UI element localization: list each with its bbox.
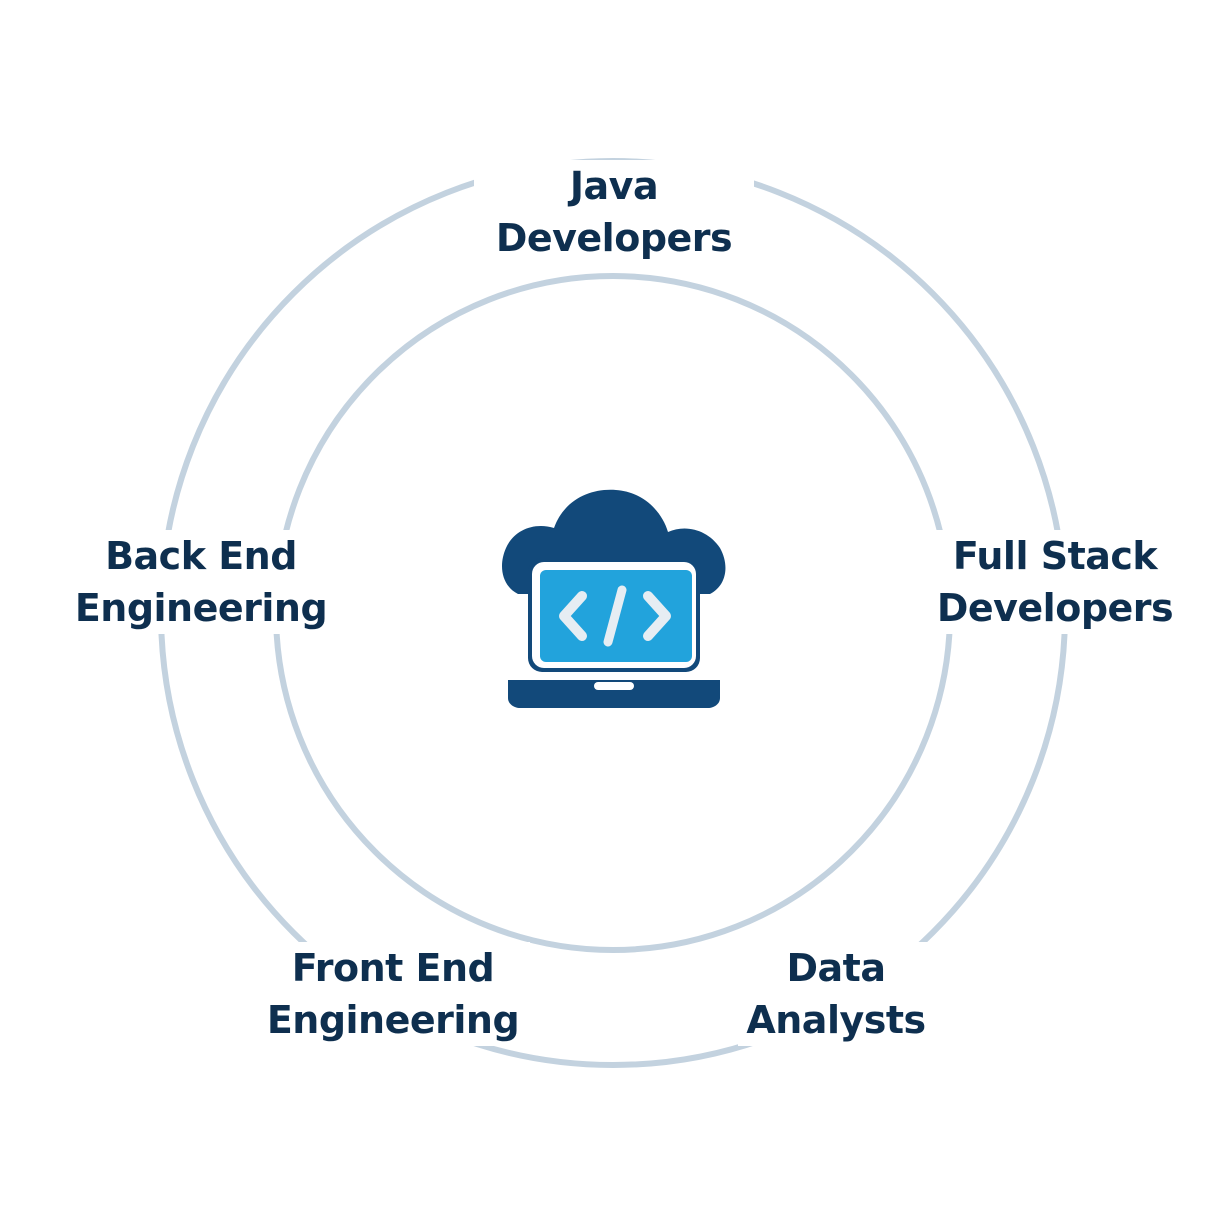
role-label-line: Front End bbox=[291, 946, 495, 990]
laptop-base bbox=[508, 680, 720, 708]
role-label-back-end-engineering: Back End Engineering bbox=[58, 530, 344, 634]
role-label-line: Developers bbox=[936, 586, 1174, 630]
role-label-line: Engineering bbox=[266, 998, 520, 1042]
role-label-full-stack-developers: Full Stack Developers bbox=[926, 530, 1184, 634]
role-label-line: Developers bbox=[495, 216, 733, 260]
role-label-line: Full Stack bbox=[952, 534, 1158, 578]
role-label-front-end-engineering: Front End Engineering bbox=[256, 942, 530, 1046]
role-label-line: Analysts bbox=[746, 998, 926, 1042]
laptop-trackpad-notch bbox=[594, 682, 634, 690]
role-label-line: Engineering bbox=[74, 586, 328, 630]
role-label-java-developers: Java Developers bbox=[474, 160, 754, 264]
code-close-bracket bbox=[643, 591, 671, 641]
role-label-line: Java bbox=[569, 164, 659, 208]
code-open-bracket bbox=[559, 591, 587, 641]
role-label-line: Data bbox=[786, 946, 887, 990]
code-slash bbox=[603, 585, 627, 647]
role-label-line: Back End bbox=[105, 534, 297, 578]
cloud-laptop-code-icon bbox=[502, 489, 726, 708]
role-label-data-analysts: Data Analysts bbox=[738, 942, 934, 1046]
